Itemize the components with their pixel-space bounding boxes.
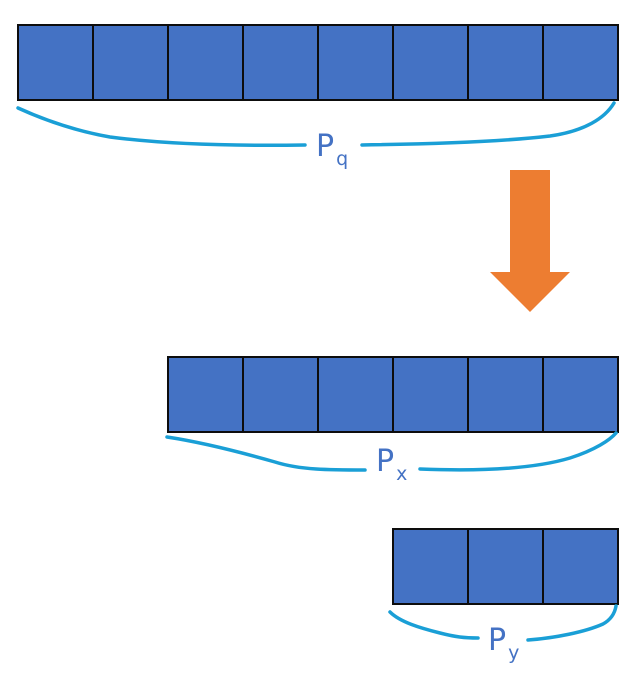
brace-px-right bbox=[418, 431, 618, 472]
array-cell bbox=[542, 528, 619, 605]
array-cell bbox=[467, 356, 544, 433]
array-cell bbox=[17, 24, 94, 101]
label-px-main: P bbox=[376, 444, 394, 479]
array-cell bbox=[542, 24, 619, 101]
array-cell bbox=[392, 528, 469, 605]
array-cell bbox=[242, 24, 319, 101]
array-cell bbox=[542, 356, 619, 433]
brace-pq-right bbox=[360, 101, 616, 147]
array-pq bbox=[17, 24, 619, 101]
label-pq-main: P bbox=[316, 129, 334, 164]
array-cell bbox=[467, 24, 544, 101]
array-cell bbox=[167, 356, 244, 433]
array-cell bbox=[167, 24, 244, 101]
brace-py-right bbox=[526, 604, 618, 642]
array-cell bbox=[92, 24, 169, 101]
array-cell bbox=[317, 356, 394, 433]
label-py-subscript: y bbox=[508, 642, 519, 664]
array-cell bbox=[467, 528, 544, 605]
array-px bbox=[167, 356, 619, 433]
brace-px bbox=[165, 435, 367, 472]
array-py bbox=[392, 528, 619, 605]
brace-pq bbox=[16, 106, 307, 148]
label-py-main: P bbox=[488, 623, 506, 658]
label-px-subscript: x bbox=[396, 463, 407, 485]
array-cell bbox=[392, 24, 469, 101]
array-cell bbox=[317, 24, 394, 101]
down-arrow-icon bbox=[490, 170, 570, 312]
brace-py bbox=[388, 610, 480, 640]
label-pq-subscript: q bbox=[336, 148, 348, 170]
array-cell bbox=[242, 356, 319, 433]
array-cell bbox=[392, 356, 469, 433]
